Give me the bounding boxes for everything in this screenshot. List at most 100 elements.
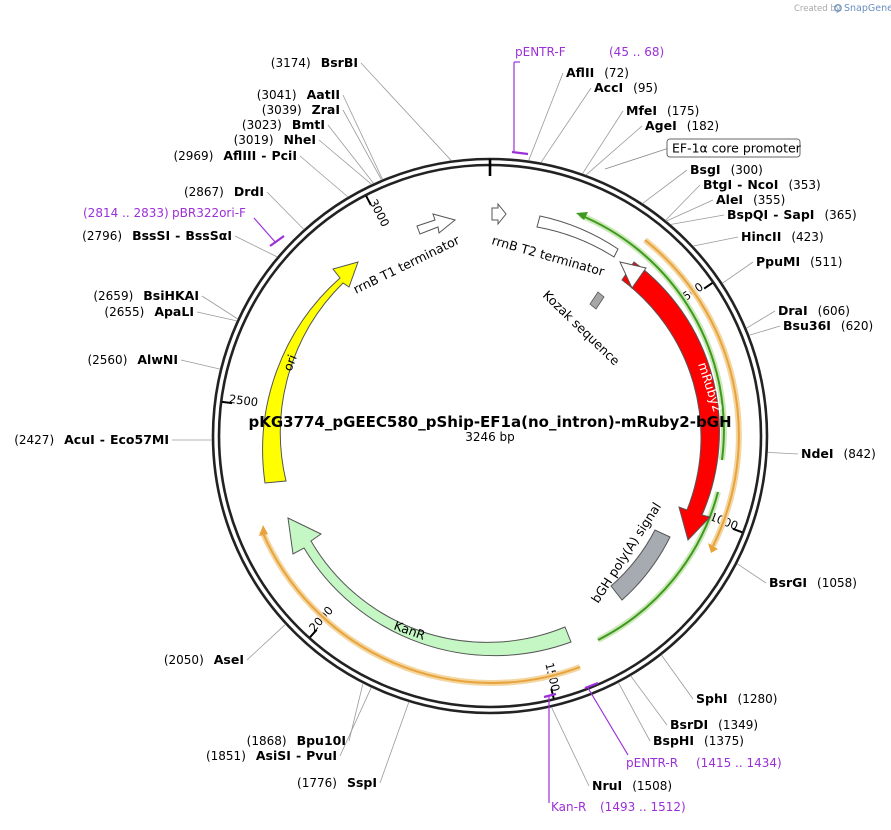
site-position: (2796) bbox=[82, 229, 122, 243]
restriction-site-label[interactable]: (2796)BssSI-BssSαI bbox=[82, 228, 232, 243]
feature-bgh-polya[interactable]: bGH poly(A) signal bbox=[588, 500, 671, 606]
site-position: (95) bbox=[633, 81, 658, 95]
restriction-site-label[interactable]: (1851)AsiSI-PvuI bbox=[206, 748, 337, 763]
enzyme-name: AleI bbox=[716, 192, 743, 207]
enzyme-name: Eco57MI bbox=[110, 432, 169, 447]
restriction-site-label[interactable]: (1868)Bpu10I bbox=[247, 733, 346, 748]
site-position: (3019) bbox=[234, 133, 274, 147]
enzyme-name: Bsu36I bbox=[783, 318, 831, 333]
primer-kan-r[interactable]: Kan-R (1493 .. 1512) bbox=[543, 692, 686, 814]
feature-ori[interactable]: ori bbox=[262, 261, 359, 484]
site-leader-line bbox=[692, 236, 739, 247]
site-leader-line bbox=[642, 169, 688, 204]
restriction-site-label[interactable]: (2969)AflIII-PciI bbox=[173, 148, 297, 163]
feature-mruby2[interactable]: mRuby2 bbox=[621, 261, 725, 541]
restriction-site-label[interactable]: (2560)AlwNI bbox=[87, 352, 178, 367]
restriction-site-label[interactable]: BspHI(1375) bbox=[653, 733, 744, 748]
orf-track-orange-lower bbox=[261, 530, 581, 684]
site-leader-line bbox=[180, 359, 221, 370]
enzyme-name: BmtI bbox=[292, 117, 325, 132]
primer-pbr322ori-f[interactable]: (2814 .. 2833) pBR322ori-F bbox=[83, 206, 285, 247]
enzyme-name: - bbox=[261, 148, 266, 163]
enzyme-name: HincII bbox=[741, 229, 781, 244]
primer-pentr-f[interactable]: pENTR-F (45 .. 68) bbox=[511, 45, 664, 156]
position-tick bbox=[222, 400, 233, 405]
restriction-site-label[interactable]: NruI(1508) bbox=[592, 778, 672, 793]
feature-kozak[interactable]: Kozak sequence bbox=[540, 287, 623, 368]
orf-arrow-icon bbox=[708, 543, 718, 553]
site-position: (175) bbox=[667, 104, 699, 118]
restriction-site-label[interactable]: MfeI(175) bbox=[626, 103, 699, 118]
site-leaders bbox=[172, 62, 799, 787]
site-leader-line bbox=[196, 311, 237, 322]
enzyme-name: - bbox=[175, 228, 180, 243]
restriction-site-label[interactable]: NdeI(842) bbox=[801, 446, 876, 461]
enzyme-name: BspQI bbox=[727, 207, 768, 222]
site-position: (2867) bbox=[184, 185, 224, 199]
feature-ef1a-promoter-label: EF-1α core promoter bbox=[672, 141, 802, 156]
restriction-site-label[interactable]: (3019) NheI bbox=[234, 132, 316, 147]
enzyme-name: BsgI bbox=[690, 162, 721, 177]
primer-pentr-r[interactable]: pENTR-R (1415 .. 1434) bbox=[584, 681, 782, 770]
enzyme-name: BtgI bbox=[703, 177, 732, 192]
site-leader-line bbox=[201, 295, 239, 320]
site-leader-line bbox=[585, 125, 643, 176]
site-leader-line bbox=[736, 563, 767, 584]
restriction-site-label[interactable]: DraI(606) bbox=[778, 303, 850, 318]
enzyme-name: PvuI bbox=[306, 748, 337, 763]
site-leader-line bbox=[746, 310, 776, 329]
restriction-site-label[interactable]: (2050)AseI bbox=[164, 652, 244, 667]
restriction-site-label[interactable]: (1776)SspI bbox=[297, 775, 377, 790]
enzyme-name: NheI bbox=[284, 132, 317, 147]
enzyme-name: AflII bbox=[566, 65, 594, 80]
restriction-site-label[interactable]: Bsu36I (620) bbox=[783, 318, 873, 333]
enzyme-name: BssSI bbox=[132, 228, 170, 243]
enzyme-name: - bbox=[100, 432, 105, 447]
enzyme-name: SapI bbox=[783, 207, 814, 222]
site-position: (2050) bbox=[164, 653, 204, 667]
restriction-site-label[interactable]: (3041)AatII bbox=[257, 87, 340, 102]
site-position: (620) bbox=[841, 319, 873, 333]
restriction-site-label[interactable]: HincII(423) bbox=[741, 229, 824, 244]
restriction-site-label[interactable]: SphI(1280) bbox=[696, 691, 777, 706]
restriction-site-label[interactable]: AflII(72) bbox=[566, 65, 629, 80]
restriction-site-label[interactable]: AgeI(182) bbox=[645, 118, 719, 133]
restriction-site-label[interactable]: (2427)AcuI-Eco57MI bbox=[14, 432, 169, 447]
enzyme-name: BsrDI bbox=[670, 717, 708, 732]
site-leader-line bbox=[299, 155, 349, 198]
site-leader-line bbox=[551, 706, 590, 787]
restriction-site-label[interactable]: AleI(355) bbox=[716, 192, 785, 207]
feature-kanr[interactable]: KanR bbox=[287, 517, 572, 657]
restriction-site-label[interactable]: BsgI(300) bbox=[690, 162, 763, 177]
site-position: (1349) bbox=[718, 718, 758, 732]
restriction-site-label[interactable]: PpuMI(511) bbox=[756, 254, 842, 269]
restriction-site-label[interactable]: AccI(95) bbox=[594, 80, 658, 95]
position-tick bbox=[732, 527, 743, 534]
site-position: (1776) bbox=[297, 776, 337, 790]
restriction-site-label[interactable]: BtgI-NcoI(353) bbox=[703, 177, 821, 192]
site-position: (2969) bbox=[173, 149, 213, 163]
enzyme-name: DraI bbox=[778, 303, 808, 318]
restriction-site-label[interactable]: BsrDI (1349) bbox=[670, 717, 758, 732]
restriction-site-label[interactable]: (2867)DrdI bbox=[184, 184, 264, 199]
restriction-site-label[interactable]: (3174)BsrBI bbox=[271, 55, 358, 70]
restriction-site-label[interactable]: BspQI-SapI(365) bbox=[727, 207, 857, 222]
feature-rrnb-t1-label: rrnB T1 terminator bbox=[351, 232, 463, 297]
restriction-site-label[interactable]: (2659)BsiHKAI bbox=[93, 288, 199, 303]
enzyme-name: SphI bbox=[696, 691, 728, 706]
restriction-site-label[interactable]: (2655)ApaLI bbox=[104, 304, 194, 319]
enzyme-name: NdeI bbox=[801, 446, 834, 461]
site-leader-line bbox=[342, 94, 383, 180]
restriction-site-label[interactable]: (3039)ZraI bbox=[262, 102, 340, 117]
enzyme-name: PpuMI bbox=[756, 254, 800, 269]
feature-rrnb-t1[interactable]: rrnB T1 terminator bbox=[351, 213, 463, 297]
site-position: (1868) bbox=[247, 734, 287, 748]
restriction-site-label[interactable]: BsrGI(1058) bbox=[769, 575, 857, 590]
site-leader-line bbox=[582, 110, 624, 175]
enzyme-name: - bbox=[296, 748, 301, 763]
site-position: (2427) bbox=[14, 433, 54, 447]
site-position: (2560) bbox=[87, 353, 127, 367]
restriction-site-label[interactable]: (3023)BmtI bbox=[242, 117, 325, 132]
feature-ef1a-promoter[interactable]: EF-1α core promoter bbox=[536, 138, 802, 289]
primer-pentr-f-name: pENTR-F bbox=[515, 45, 566, 59]
